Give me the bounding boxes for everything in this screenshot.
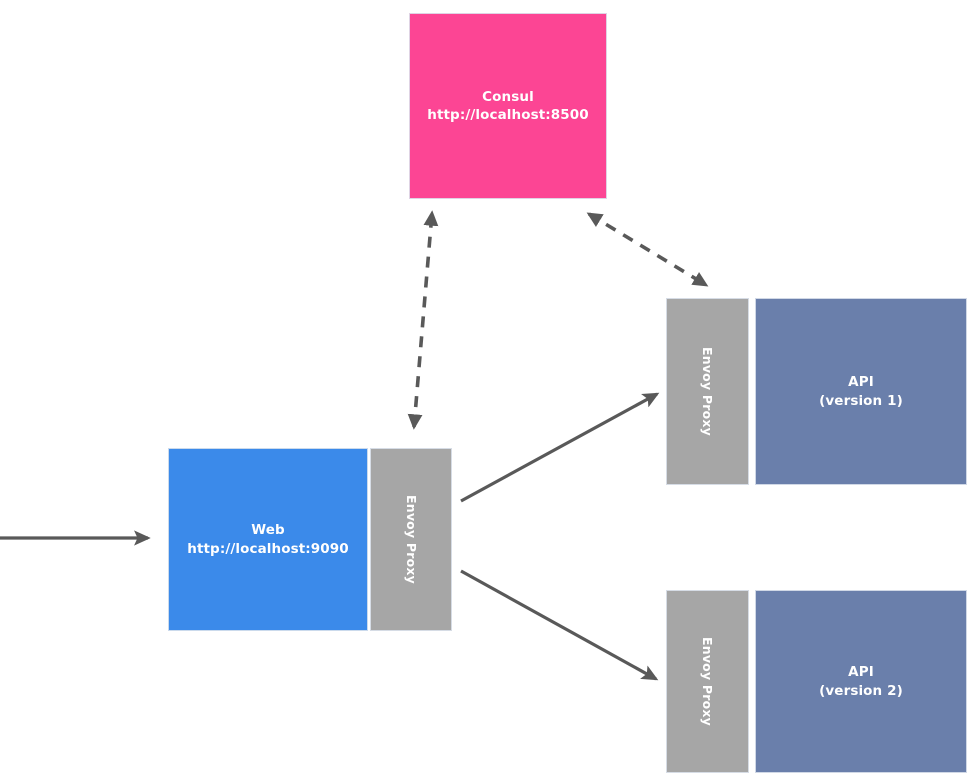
node-api-v2-envoy-proxy[interactable]: Envoy Proxy: [666, 590, 749, 773]
edge-web-to-api1: [460, 392, 660, 503]
node-api-v1[interactable]: API (version 1): [755, 298, 967, 485]
edge-web-to-api2: [460, 569, 659, 681]
node-web-envoy-proxy[interactable]: Envoy Proxy: [370, 448, 452, 631]
node-api-v1-envoy-proxy[interactable]: Envoy Proxy: [666, 298, 749, 485]
api-v2-label: API (version 2): [819, 664, 903, 699]
consul-label: Consul http://localhost:8500: [427, 88, 589, 123]
node-web[interactable]: Web http://localhost:9090: [168, 448, 368, 631]
node-consul[interactable]: Consul http://localhost:8500: [409, 13, 607, 199]
node-api-v2[interactable]: API (version 2): [755, 590, 967, 773]
web-label: Web http://localhost:9090: [187, 522, 349, 557]
api-v1-label: API (version 1): [819, 374, 903, 409]
edge-consul-to-api1-proxy: [586, 212, 709, 287]
web-envoy-proxy-label: Envoy Proxy: [403, 495, 419, 584]
edge-consul-to-web-proxy: [407, 210, 439, 430]
api-v2-envoy-proxy-label: Envoy Proxy: [700, 637, 715, 726]
api-v1-envoy-proxy-label: Envoy Proxy: [700, 347, 715, 436]
